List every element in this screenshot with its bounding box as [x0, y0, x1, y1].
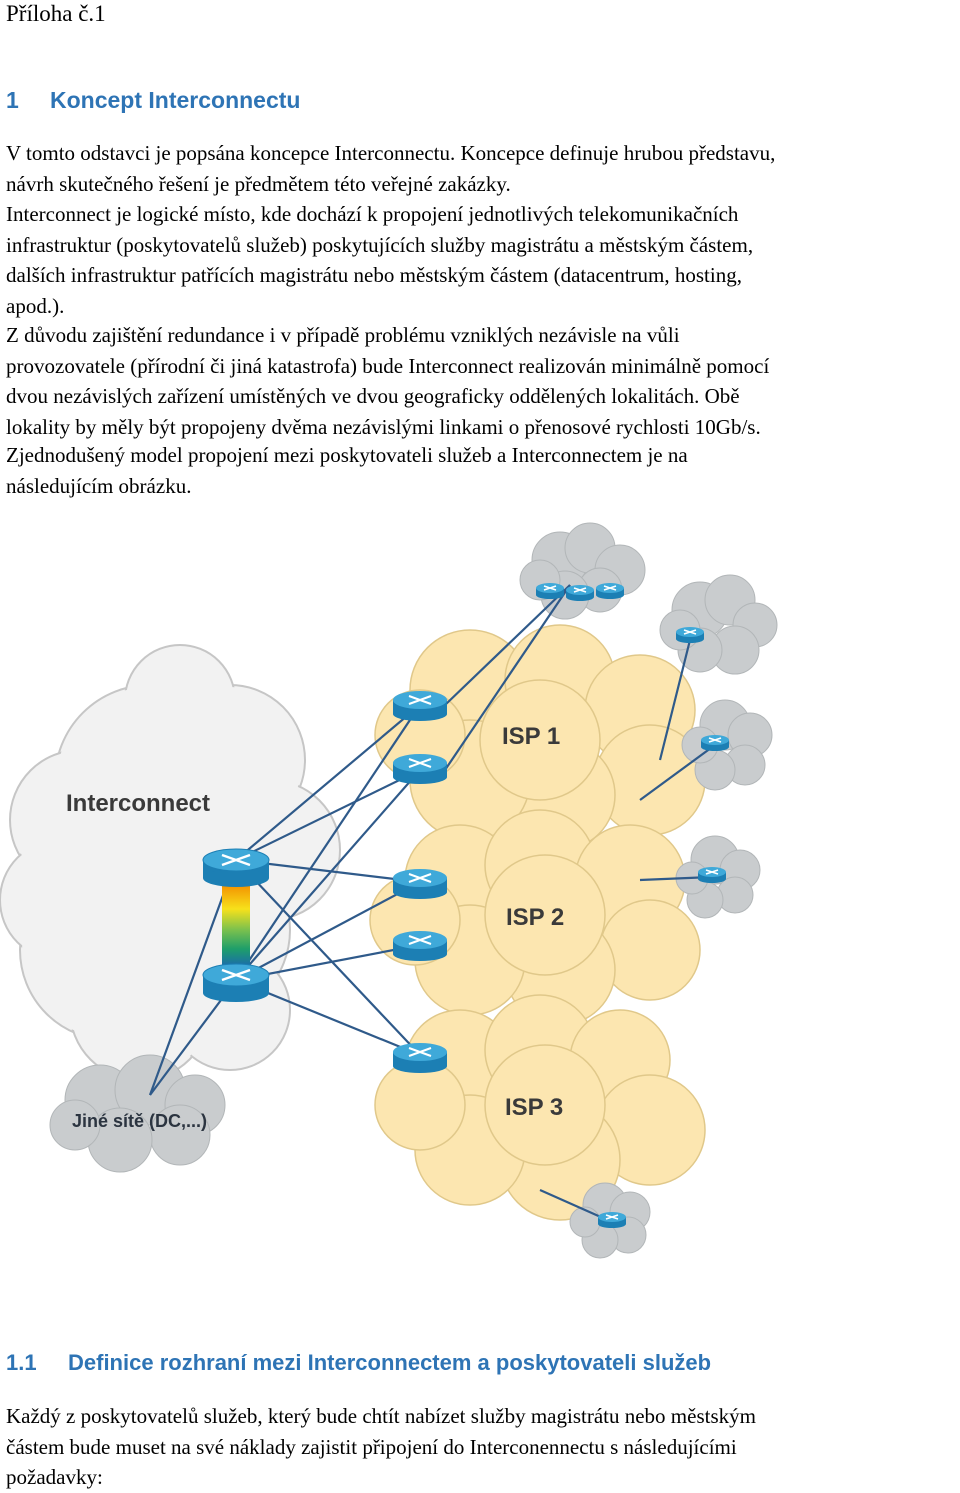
- text-line: následujícím obrázku.: [6, 473, 192, 498]
- redundant-link: [222, 885, 250, 965]
- edge-router-top-1: [536, 583, 564, 599]
- text-line: infrastruktur (poskytovatelů služeb) pos…: [6, 232, 754, 257]
- edge-router-top-3: [596, 583, 624, 599]
- interconnect-cloud: [0, 644, 341, 1081]
- section-title: Koncept Interconnectu: [50, 87, 301, 113]
- text-line: Každý z poskytovatelů služeb, který bude…: [6, 1404, 756, 1428]
- edge-cloud-right-mid: [681, 699, 773, 791]
- edge-router-bottom: [598, 1212, 626, 1228]
- isp2-router-1: [393, 869, 447, 899]
- isp1-label: ISP 1: [502, 723, 560, 750]
- text-line: Z důvodu zajištění redundance i v případ…: [6, 323, 680, 347]
- text-line: Zjednodušený model propojení mezi poskyt…: [6, 443, 688, 467]
- isp1-router-2: [393, 754, 447, 784]
- text-line: lokality by měly být propojeny dvěma nez…: [6, 414, 761, 439]
- attachment-label: Příloha č.1: [6, 1, 106, 26]
- section-1-heading: 1 Koncept Interconnectu: [6, 86, 300, 114]
- section-title: Definice rozhraní mezi Interconnectem a …: [68, 1350, 712, 1375]
- text-line: dalších infrastruktur patřících magistrá…: [6, 263, 742, 287]
- text-line: provozovatele (přírodní či jiná katastro…: [6, 353, 770, 378]
- edge-router-right-low: [698, 867, 726, 883]
- edge-clouds: [49, 522, 778, 1259]
- other-networks-cloud: [49, 1054, 226, 1173]
- paragraph-redundancy: Z důvodu zajištění redundance i v případ…: [6, 320, 769, 442]
- edge-router-right-top: [676, 627, 704, 643]
- other-networks-label: Jiné sítě (DC,...): [72, 1111, 207, 1131]
- paragraph-definition: Interconnect je logické místo, kde dochá…: [6, 199, 753, 321]
- network-links: [148, 584, 716, 1224]
- paragraph-intro: V tomto odstavci je popsána koncepce Int…: [6, 138, 775, 199]
- isp3-router: [393, 1043, 447, 1073]
- network-diagram: Interconnect ISP 1 ISP 2 ISP 3 Jiné sítě…: [0, 522, 778, 1259]
- isp1-router-1: [393, 691, 447, 721]
- edge-cloud-top: [519, 522, 646, 620]
- interconnect-router-2: [202, 963, 270, 1002]
- text-line: Interconnect je logické místo, kde dochá…: [6, 202, 739, 226]
- isp2-label: ISP 2: [506, 904, 564, 931]
- isp2-router-2: [393, 931, 447, 961]
- section-number: 1.1: [6, 1350, 37, 1375]
- isp2-cloud: [369, 809, 701, 1026]
- paragraph-requirements: Každý z poskytovatelů služeb, který bude…: [6, 1401, 756, 1493]
- edge-router-top-2: [566, 585, 594, 601]
- interconnect-label: Interconnect: [66, 790, 210, 817]
- section-number: 1: [6, 87, 19, 113]
- text-line: dvou nezávislých zařízení umístěných ve …: [6, 384, 740, 408]
- text-line: apod.).: [6, 293, 65, 318]
- paragraph-model: Zjednodušený model propojení mezi poskyt…: [6, 440, 688, 501]
- text-line: požadavky:: [6, 1465, 103, 1489]
- section-1-1-heading: 1.1 Definice rozhraní mezi Interconnectem…: [6, 1349, 711, 1377]
- routers: [202, 583, 729, 1228]
- text-line: částem bude muset na své náklady zajisti…: [6, 1434, 737, 1459]
- edge-router-right-mid: [701, 735, 729, 751]
- edge-cloud-right-top: [659, 574, 778, 675]
- text-line: V tomto odstavci je popsána koncepce Int…: [6, 141, 776, 165]
- text-line: návrh skutečného řešení je předmětem tét…: [6, 171, 511, 196]
- interconnect-router-1: [202, 848, 270, 887]
- isp3-label: ISP 3: [505, 1094, 563, 1121]
